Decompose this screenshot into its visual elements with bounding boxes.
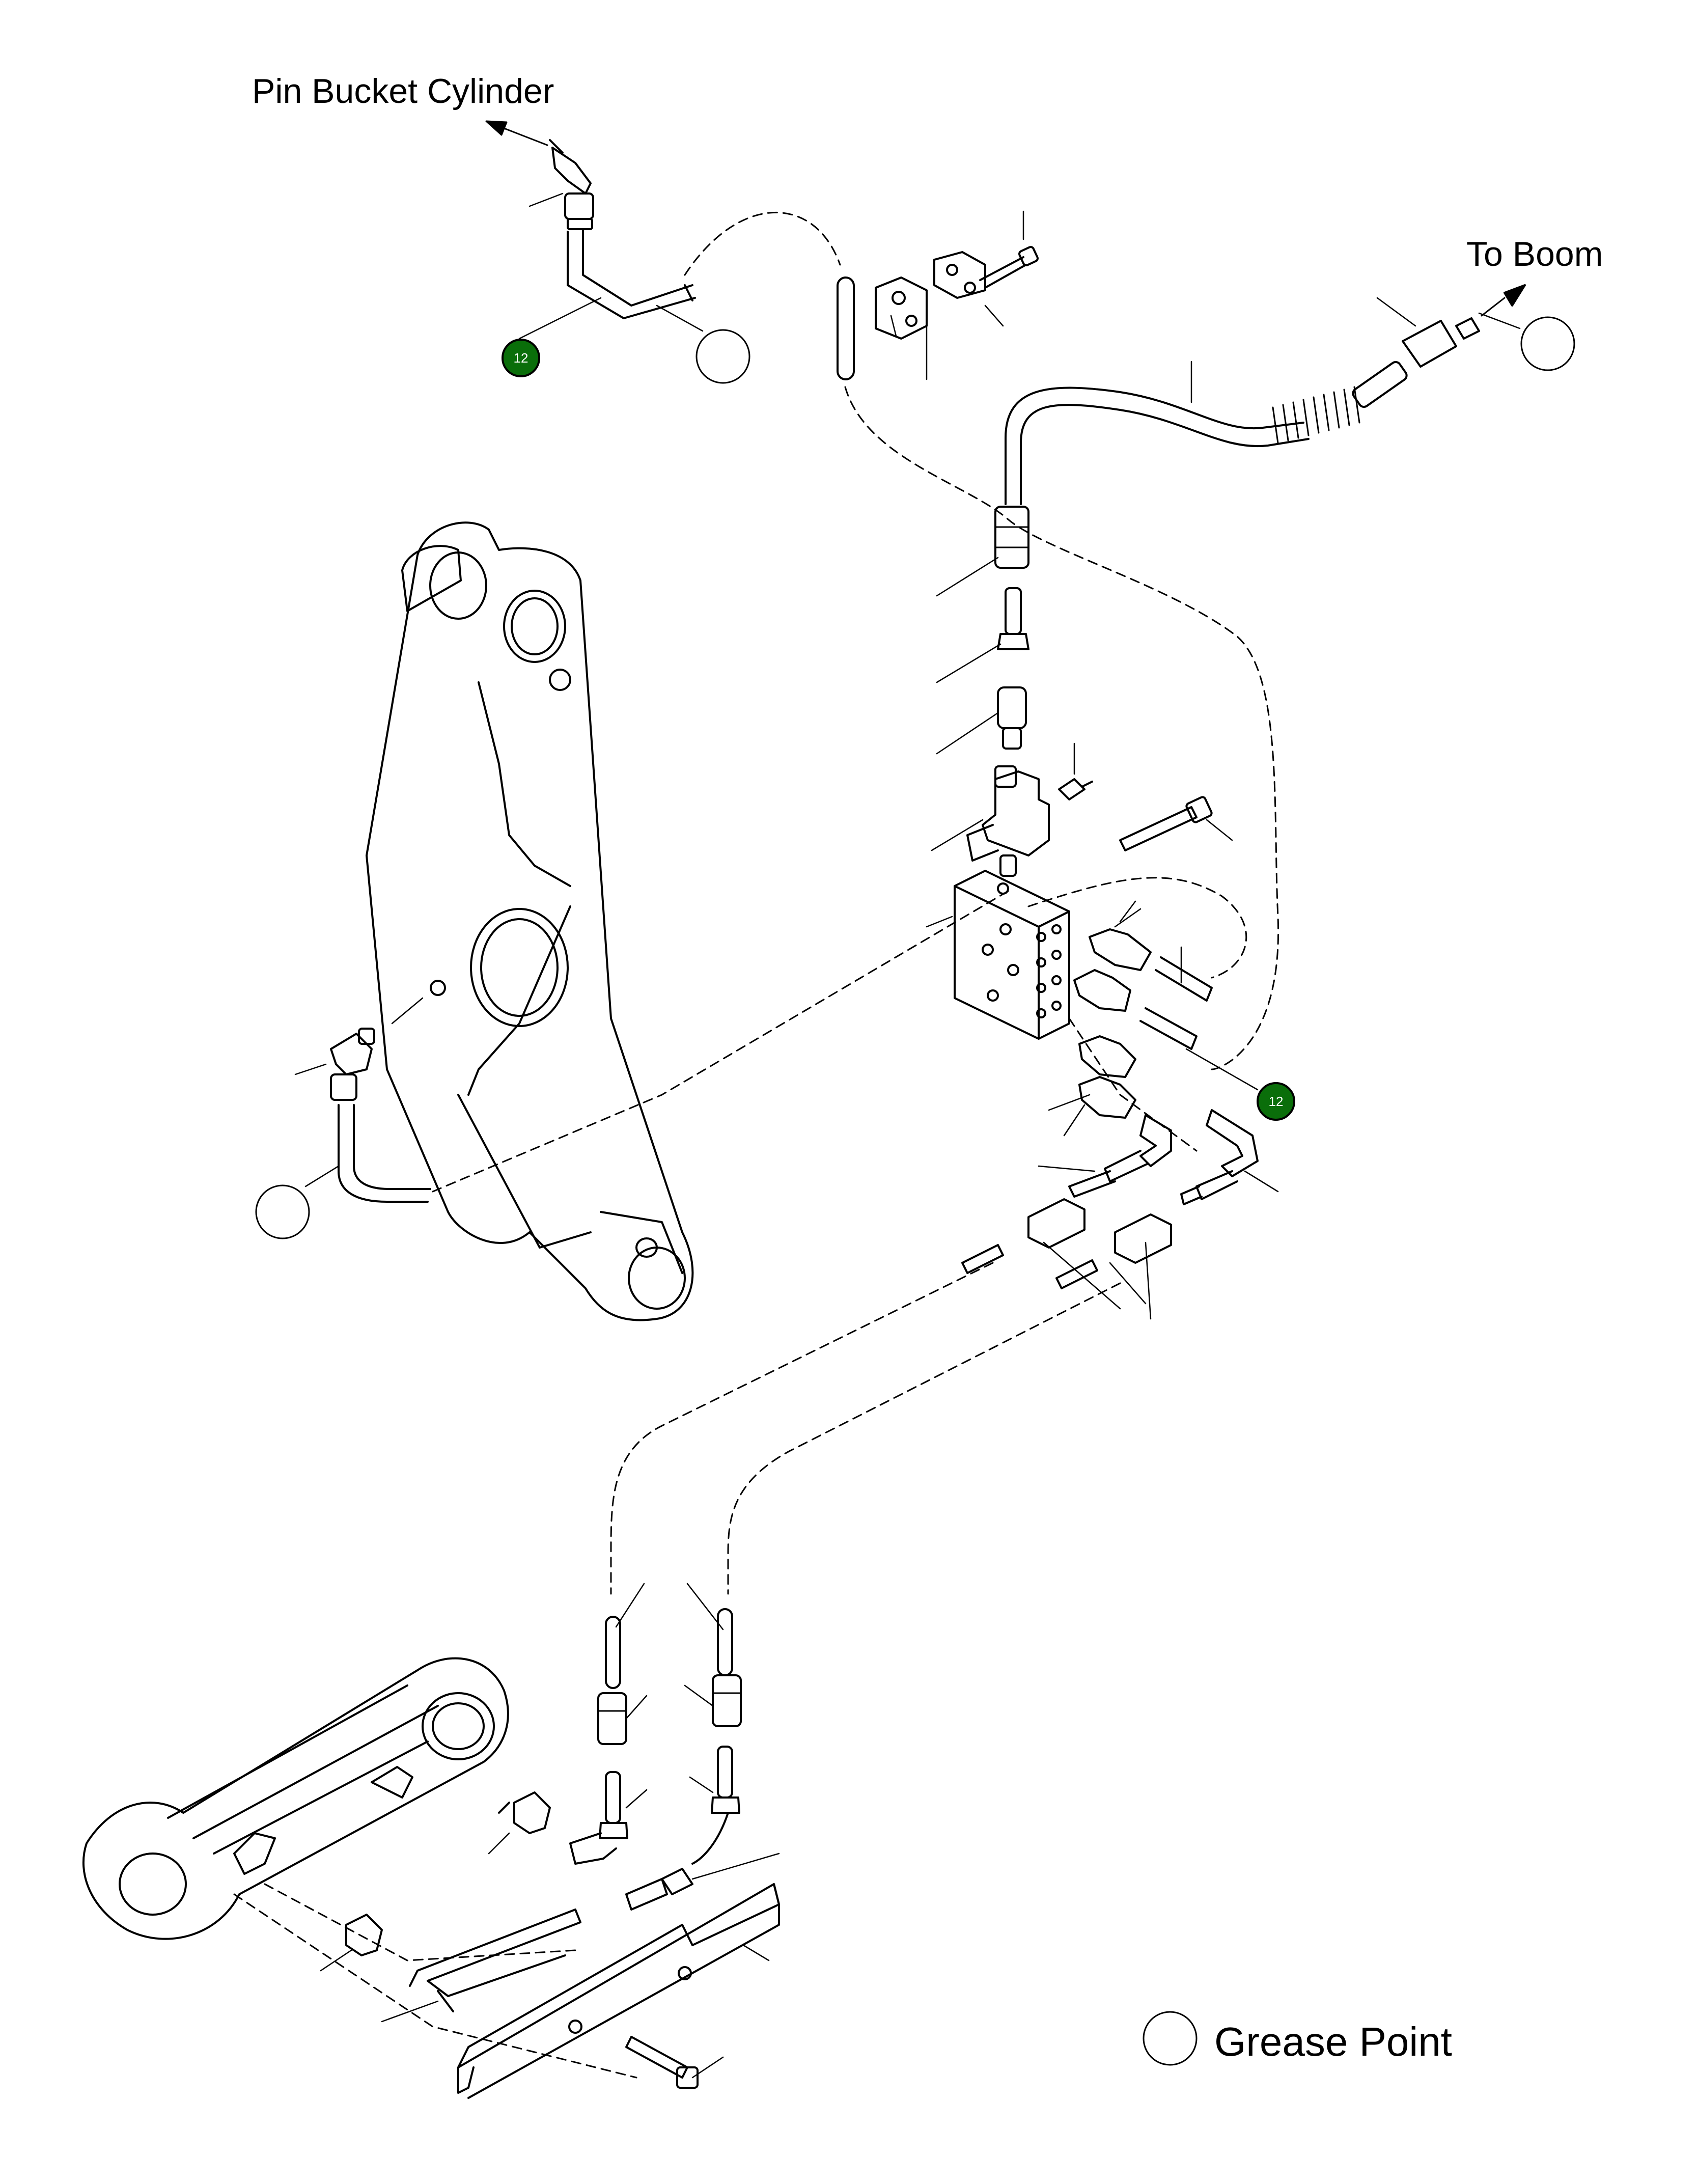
bottom-hose [381,1909,581,2023]
short-tube [837,277,855,380]
callout-badge: 12 [502,339,540,377]
leader-line [518,297,602,340]
hose-routing-dashed-lines [233,211,1279,2079]
link-grease-fittings [320,1791,551,1972]
left-elbow-fitting [294,1028,431,1203]
block-adapters [1048,900,1259,1137]
grease-point-legend-label: Grease Point [1214,2019,1452,2064]
boom-hose [1005,284,1526,505]
lower-hose-lines [569,1583,780,1911]
callout-badge: 12 [1257,1082,1295,1121]
grease-point-legend-icon [1143,2011,1198,2066]
grease-point-symbol [1520,316,1575,371]
to-boom-label: To Boom [1466,235,1603,273]
tube-clamp [875,210,1039,380]
lower-elbows [1038,1109,1279,1205]
grease-point-symbol [255,1184,310,1239]
distribution-block [926,870,1070,1040]
spring-guard [1272,386,1360,444]
hose-fitting-column [931,506,1233,877]
hose-couplings [961,1198,1172,1320]
bottom-link-arm [82,1657,509,1940]
leader-line [656,305,704,332]
pin-bucket-arrow [485,120,548,146]
bucket-lever-arm [366,521,694,1321]
grease-point-symbol [695,329,750,384]
bottom-bolt [625,2036,724,2089]
leader-line [528,192,564,207]
pin-bucket-elbow [549,139,696,319]
mounting-plate [457,1883,780,2099]
pin-bucket-cylinder-label: Pin Bucket Cylinder [252,72,554,110]
